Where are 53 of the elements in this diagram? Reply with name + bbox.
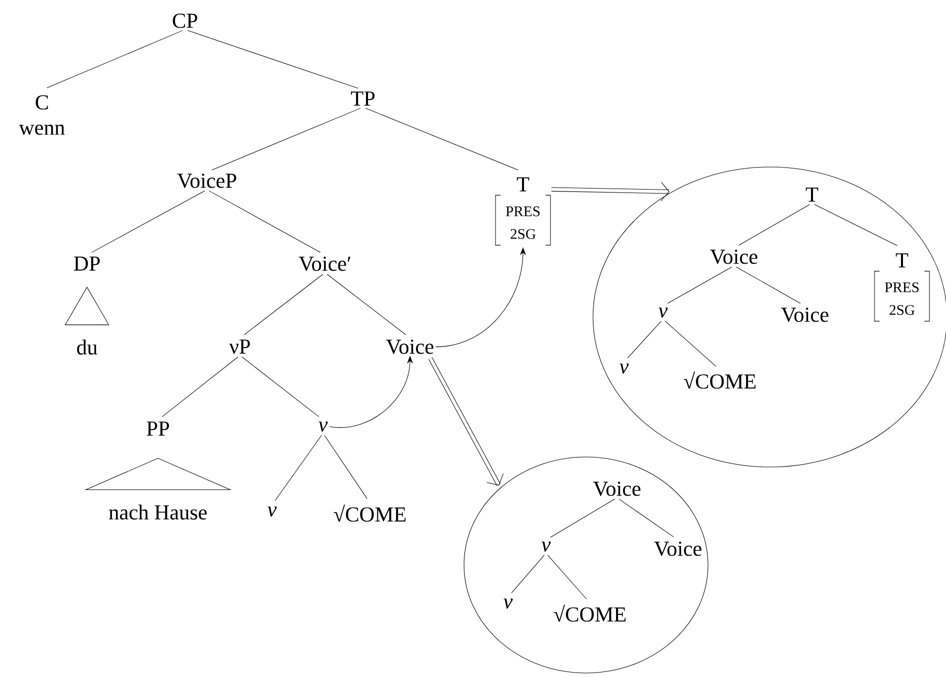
tree-label: TP [350, 92, 375, 106]
tree-label: T PRES 2SG [506, 177, 540, 239]
tree-branch [664, 320, 716, 367]
double-arrow [428, 357, 504, 486]
tree-branch [46, 30, 183, 88]
tree-label: DP [74, 256, 100, 271]
tree-branch [244, 274, 324, 336]
ellipse-frame [592, 166, 946, 468]
tree-branch [324, 435, 368, 499]
tree-branch [814, 204, 898, 246]
tree-label: ν [504, 598, 513, 609]
tree-label: VoiceP [177, 174, 236, 188]
tree-branch [365, 108, 518, 170]
tree-branch [274, 435, 322, 501]
tree-branch [548, 554, 587, 600]
tree-label: Voice [593, 482, 640, 496]
double-arrow [551, 182, 670, 202]
tree-branch [209, 190, 321, 253]
tree-label: Voice′ [298, 256, 350, 272]
tree-label: CP [172, 14, 198, 28]
tree-branch [511, 554, 545, 594]
tree-label: ν [268, 506, 277, 517]
tree-branch [91, 190, 205, 253]
tree-label: Voice [654, 542, 702, 556]
tree-branch [618, 498, 674, 538]
tree-label: PP [146, 422, 169, 436]
tree-label: √COME [334, 504, 406, 522]
tree-label: ν [542, 542, 551, 552]
tree-branch [242, 356, 320, 417]
tree-label: ν [620, 364, 629, 374]
tree-label: nach Hause [109, 504, 207, 520]
tree-branch [627, 320, 662, 358]
tree-label: νP [229, 340, 250, 354]
tree-label: √COME [684, 372, 756, 389]
tree-label: C wenn [18, 95, 65, 135]
ellipse-frame [464, 456, 708, 674]
tree-branch [550, 498, 615, 538]
tree-label: Voice [710, 250, 758, 264]
tree-branch [736, 266, 801, 304]
tree-branch [187, 30, 358, 89]
tree-branch [667, 266, 732, 304]
tree-label: ν [318, 422, 328, 432]
tree-branch [162, 356, 238, 417]
tree-branch [326, 274, 406, 336]
tree-label: ν [658, 308, 668, 318]
tree-label: √COME [554, 604, 626, 622]
tree-label: T [806, 188, 818, 202]
tree-branch [212, 108, 361, 170]
tree-label: Voice [781, 308, 828, 322]
tree-branch [738, 204, 810, 246]
tree-label: du [77, 340, 98, 355]
tree-label: Voice [386, 340, 434, 354]
tree-label: T PRES 2SG [884, 253, 919, 315]
